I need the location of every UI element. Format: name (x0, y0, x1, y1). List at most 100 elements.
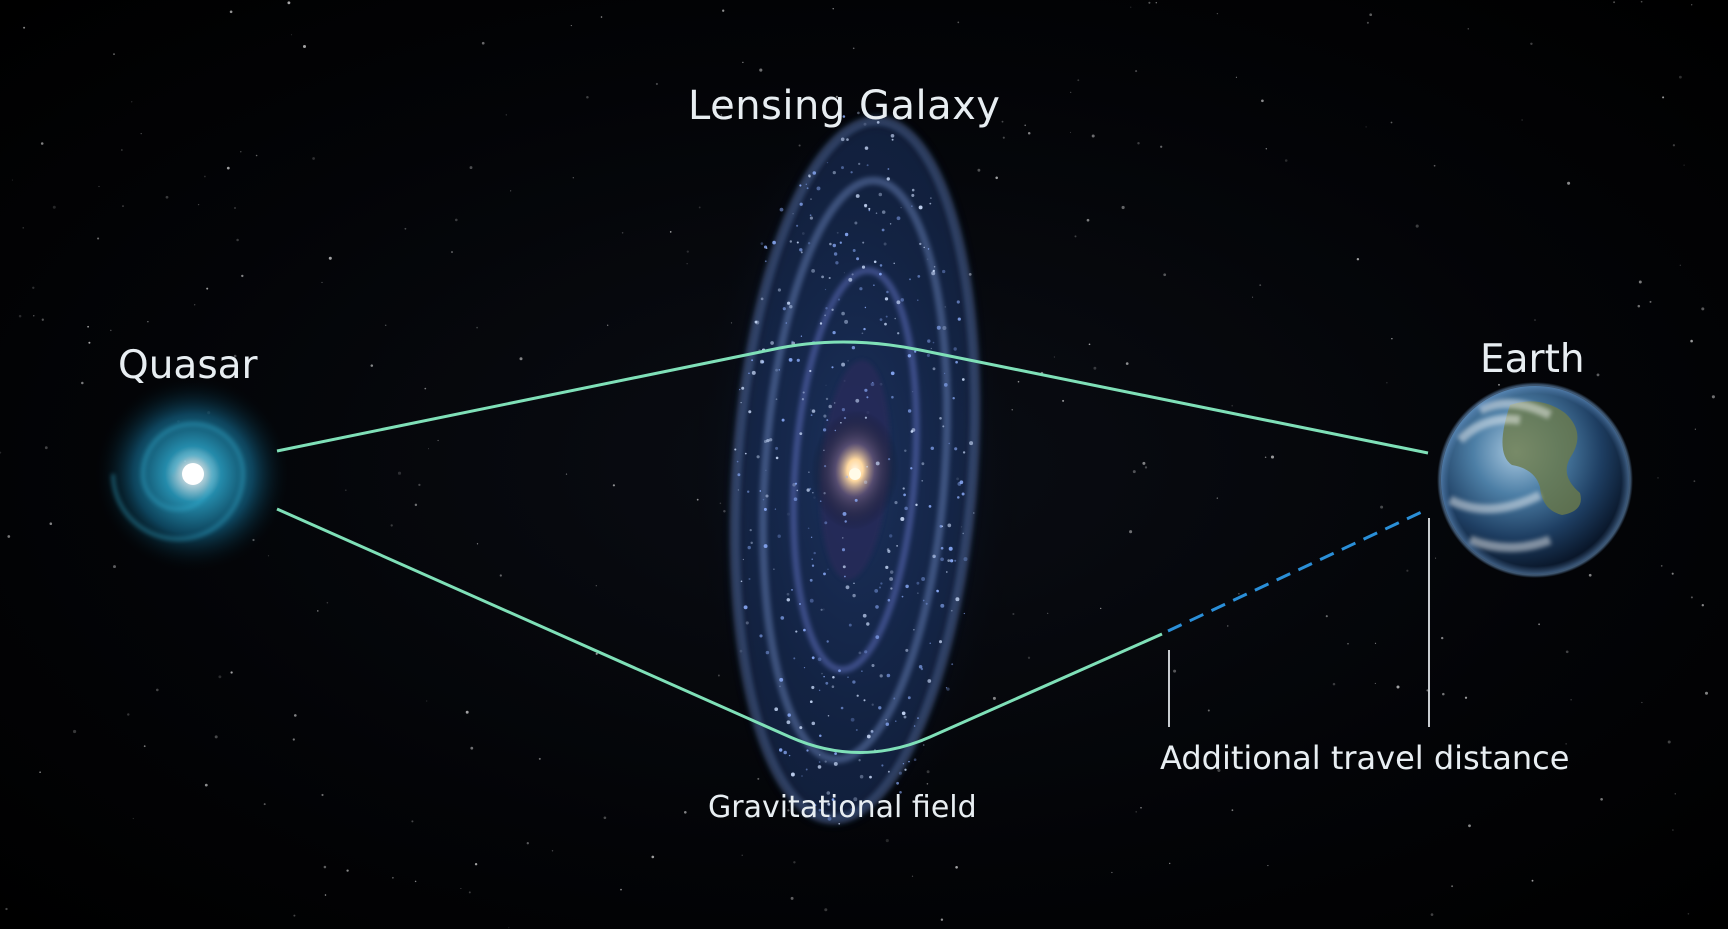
star (1077, 79, 1080, 82)
star (132, 817, 134, 820)
star (73, 729, 77, 734)
galaxy-star (824, 288, 827, 291)
galaxy-star (811, 268, 816, 273)
galaxy-star (917, 299, 919, 301)
galaxy-star (936, 325, 941, 330)
star (218, 675, 222, 679)
galaxy-star (930, 347, 932, 350)
galaxy-star (887, 598, 891, 602)
galaxy-star (884, 297, 889, 301)
star (39, 771, 41, 774)
galaxy-star (813, 551, 816, 555)
galaxy-star (879, 264, 883, 267)
galaxy-star (742, 558, 745, 561)
star (1132, 470, 1136, 474)
galaxy-star (778, 369, 781, 371)
star (1074, 235, 1077, 238)
star (33, 315, 35, 317)
galaxy-star (854, 221, 858, 225)
galaxy-star (760, 297, 764, 301)
galaxy-star (942, 326, 947, 330)
star (481, 41, 485, 45)
galaxy-star (803, 666, 806, 669)
star (1531, 879, 1534, 882)
galaxy-star (943, 383, 948, 387)
galaxy-star (917, 592, 919, 594)
galaxy-star (942, 269, 946, 274)
galaxy-star (832, 170, 836, 175)
star (1674, 793, 1676, 795)
galaxy-star (832, 330, 836, 335)
star (940, 918, 944, 921)
galaxy-star (870, 729, 874, 733)
galaxy-star (904, 449, 907, 453)
galaxy-star (963, 612, 965, 615)
galaxy-star (763, 507, 767, 511)
galaxy-star (911, 428, 916, 432)
star (720, 114, 723, 116)
galaxy-star (866, 164, 869, 167)
star (1001, 120, 1004, 123)
star (206, 287, 209, 290)
galaxy-star (845, 585, 850, 590)
galaxy-star (852, 249, 856, 252)
galaxy-star (806, 488, 810, 492)
galaxy-icon (685, 70, 1025, 870)
star (292, 738, 295, 741)
earth-label: Earth (1480, 337, 1585, 382)
galaxy-star (941, 525, 944, 528)
star (1430, 913, 1434, 916)
galaxy-star (850, 171, 853, 174)
galaxy-star (850, 717, 855, 722)
galaxy-star (890, 587, 893, 590)
galaxy-star (881, 764, 884, 767)
galaxy-star (821, 275, 824, 279)
star (621, 232, 624, 234)
galaxy-star (763, 439, 768, 444)
star (1672, 144, 1676, 147)
star (1366, 21, 1369, 24)
galaxy-star (751, 359, 754, 362)
star (1694, 428, 1696, 430)
galaxy-star (788, 754, 791, 757)
star (7, 535, 11, 538)
star (1538, 623, 1540, 626)
galaxy-star (848, 623, 852, 627)
galaxy-star (951, 663, 954, 666)
star (44, 446, 48, 450)
galaxy-star (769, 438, 773, 442)
galaxy-star (868, 209, 871, 212)
star (293, 914, 296, 917)
galaxy-star (943, 372, 946, 375)
galaxy-star (790, 772, 795, 777)
galaxy-star (743, 605, 748, 610)
galaxy-star (920, 667, 924, 671)
galaxy-star (894, 501, 898, 505)
star (1235, 76, 1237, 78)
galaxy-star (799, 726, 803, 730)
star (1687, 913, 1690, 915)
star (121, 149, 123, 151)
galaxy-star (807, 241, 811, 245)
galaxy-star (748, 410, 752, 414)
galaxy-star (927, 248, 930, 250)
star (1415, 224, 1419, 228)
star (97, 237, 100, 240)
galaxy-star (922, 599, 925, 602)
star (1252, 296, 1254, 298)
galaxy-star (801, 775, 803, 777)
star (1600, 797, 1603, 801)
star (1433, 164, 1436, 167)
galaxy-star (973, 512, 975, 514)
star (565, 473, 568, 475)
star (255, 154, 258, 157)
galaxy-star (846, 138, 849, 141)
galaxy-star (759, 634, 763, 638)
galaxy-star (905, 648, 909, 652)
galaxy-star (872, 381, 874, 384)
galaxy-star (962, 532, 965, 535)
star (1130, 6, 1132, 8)
galaxy-star (851, 273, 854, 276)
galaxy-star (861, 670, 863, 672)
